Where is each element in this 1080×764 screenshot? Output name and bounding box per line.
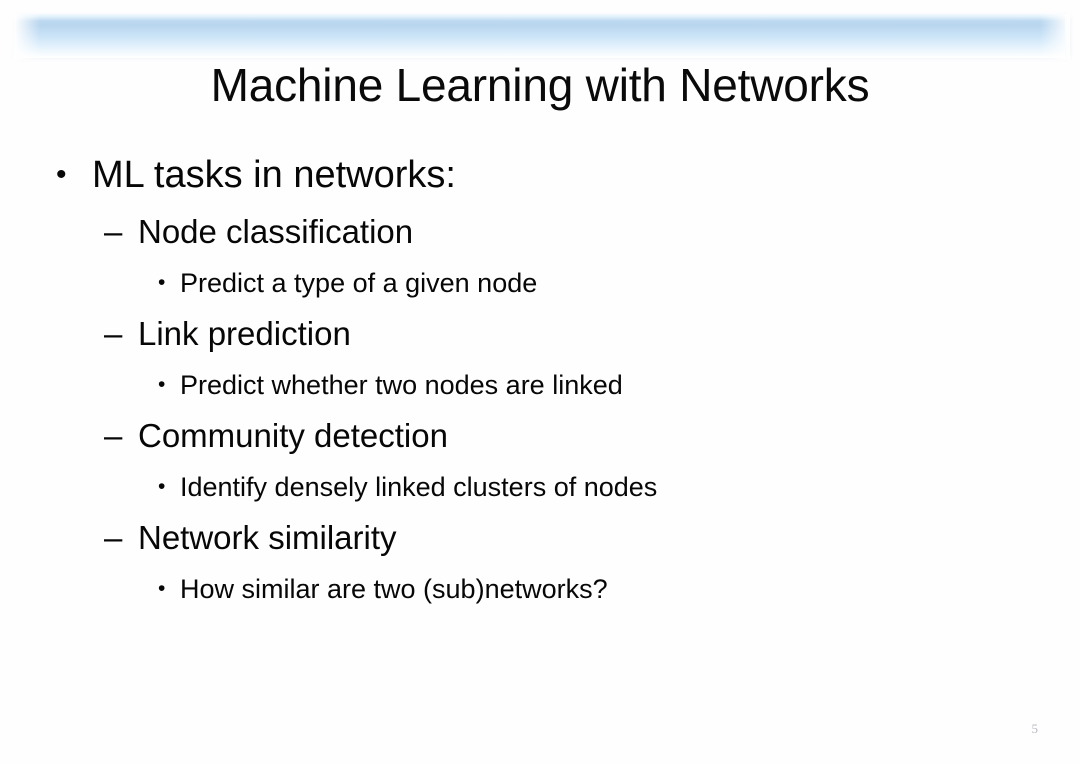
- bullet-marker-icon: •: [158, 577, 166, 600]
- outline-item-level-3: • Identify densely linked clusters of nod…: [0, 462, 1080, 512]
- accent-band-gradient: [14, 14, 1065, 58]
- outline-item-label: How similar are two (sub)networks?: [180, 574, 608, 604]
- outline-item-level-2: –Link prediction: [0, 308, 1080, 360]
- dash-marker-icon: –: [104, 315, 123, 352]
- accent-band-left-fade: [14, 14, 40, 60]
- bullet-marker-icon: •: [56, 158, 67, 191]
- bullet-marker-icon: •: [158, 271, 166, 294]
- outline-item-level-1: • ML tasks in networks:: [0, 146, 1080, 204]
- outline-item-level-3: • How similar are two (sub)networks?: [0, 564, 1080, 614]
- outline-item-label: Predict whether two nodes are linked: [180, 370, 623, 400]
- outline-item-level-2: –Node classification: [0, 206, 1080, 258]
- outline-item-level-2: –Community detection: [0, 410, 1080, 462]
- title-accent-band: [14, 14, 1070, 60]
- dash-marker-icon: –: [104, 417, 123, 454]
- bullet-marker-icon: •: [158, 475, 166, 498]
- dash-marker-icon: –: [104, 213, 123, 250]
- outline-item-label: Node classification: [138, 213, 414, 250]
- outline-item-level-2: –Network similarity: [0, 512, 1080, 564]
- slide-body-outline: •ML tasks in networks:–Node classificati…: [0, 146, 1080, 614]
- slide-title: Machine Learning with Networks: [210, 59, 870, 111]
- outline-item-label: Network similarity: [138, 519, 397, 556]
- outline-item-level-3: • Predict whether two nodes are linked: [0, 360, 1080, 410]
- bullet-marker-icon: •: [158, 373, 166, 396]
- dash-marker-icon: –: [104, 519, 123, 556]
- outline-item-label: Predict a type of a given node: [180, 268, 538, 298]
- outline-item-label: Link prediction: [138, 315, 351, 352]
- outline-item-label: ML tasks in networks:: [92, 154, 456, 196]
- outline-item-label: Community detection: [138, 417, 448, 454]
- page-number: 5: [1031, 721, 1039, 736]
- outline-item-label: Identify densely linked clusters of node…: [180, 472, 658, 502]
- accent-band-right-fade: [1040, 14, 1070, 60]
- outline-item-level-3: • Predict a type of a given node: [0, 258, 1080, 308]
